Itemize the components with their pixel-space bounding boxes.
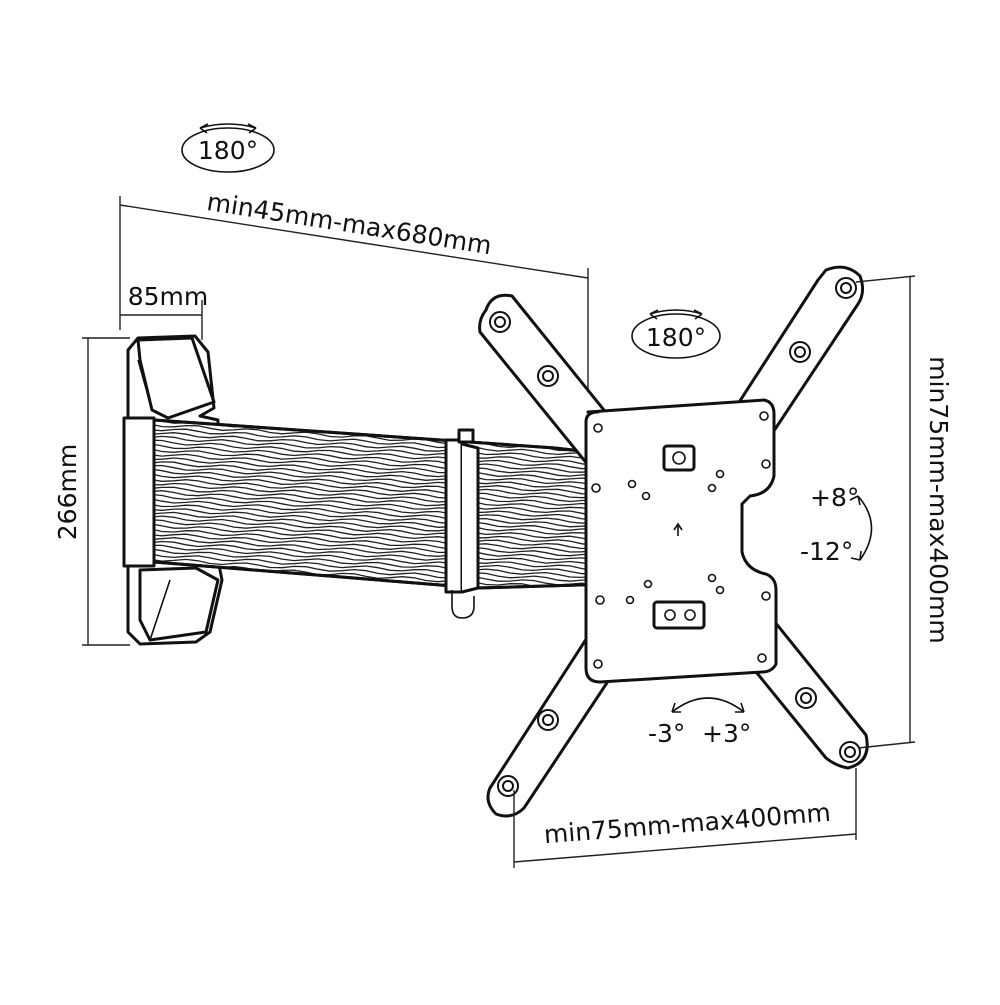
arm-hatch-line [154, 548, 612, 580]
arm-hatch-line [154, 544, 612, 575]
arm-hatch-line [154, 478, 612, 510]
arm-hatch-line [154, 457, 612, 488]
arm-hatch-line [154, 439, 612, 470]
arm-hatch-line [154, 490, 612, 521]
arm-hatch-line [154, 493, 612, 525]
bracket-width-label: 85mm [128, 282, 209, 311]
arm-hatch-line [154, 533, 612, 564]
arm-hatch-line [154, 435, 612, 466]
arm-hatch-line [154, 558, 612, 588]
arm-hatch-line [154, 511, 612, 542]
arm-hatch-line [150, 592, 618, 621]
swivel-indicator: -3° +3° [648, 697, 751, 748]
top-rotation-label: 180° [198, 136, 258, 165]
arm-hatch-line [154, 503, 612, 535]
bracket-height-label: 266mm [53, 444, 82, 540]
arm-hatch-line [154, 443, 612, 475]
arm-hatch-line [154, 464, 612, 495]
tilt-up-label: +8° [810, 483, 859, 512]
swivel-left-label: -3° [648, 719, 685, 748]
arm-hatch-line [154, 522, 612, 555]
tilt-indicator: +8° -12° [800, 483, 873, 566]
arm-hatch-line [154, 472, 612, 505]
vesa-vertical-label: min75mm-max400mm [924, 356, 953, 644]
arm-hatch-line [154, 537, 612, 568]
bracket-height-dimension: 266mm [53, 337, 130, 646]
plate-rotation-badge: 180° [631, 309, 721, 359]
bracket-width-dimension: 85mm [120, 282, 208, 340]
arm-hatch-line [154, 508, 612, 538]
arm-hatch-line [154, 515, 612, 546]
vesa-horizontal-label: min75mm-max400mm [543, 798, 832, 849]
arm-hatch-line [154, 486, 612, 517]
arm-hatch-line [154, 453, 612, 484]
arm-hatch-line [154, 540, 612, 571]
vesa-vertical-dimension: min75mm-max400mm [855, 275, 953, 749]
center-plate [584, 398, 778, 684]
arm-hatch-line [154, 432, 612, 463]
arm-hatch-line [154, 519, 612, 550]
tilt-down-label: -12° [800, 537, 853, 566]
swivel-right-label: +3° [702, 719, 751, 748]
arm-hatch-line [154, 468, 612, 500]
top-rotation-badge: 180° [181, 123, 275, 173]
plate-rotation-label: 180° [646, 323, 706, 352]
arm-hatch-line [154, 461, 612, 492]
arm-hatch-line [154, 497, 612, 530]
arm-hatch-line [150, 596, 618, 625]
arm-hatch-line [154, 482, 612, 513]
vesa-horizontal-dimension: min75mm-max400mm [513, 768, 857, 868]
arm-length-label: min45mm-max680mm [205, 187, 494, 260]
arm-hatch-line [154, 552, 612, 585]
arm-hatch-line [154, 428, 612, 459]
arm-hatch-line [154, 448, 612, 480]
arm-hatch-line [154, 528, 612, 560]
